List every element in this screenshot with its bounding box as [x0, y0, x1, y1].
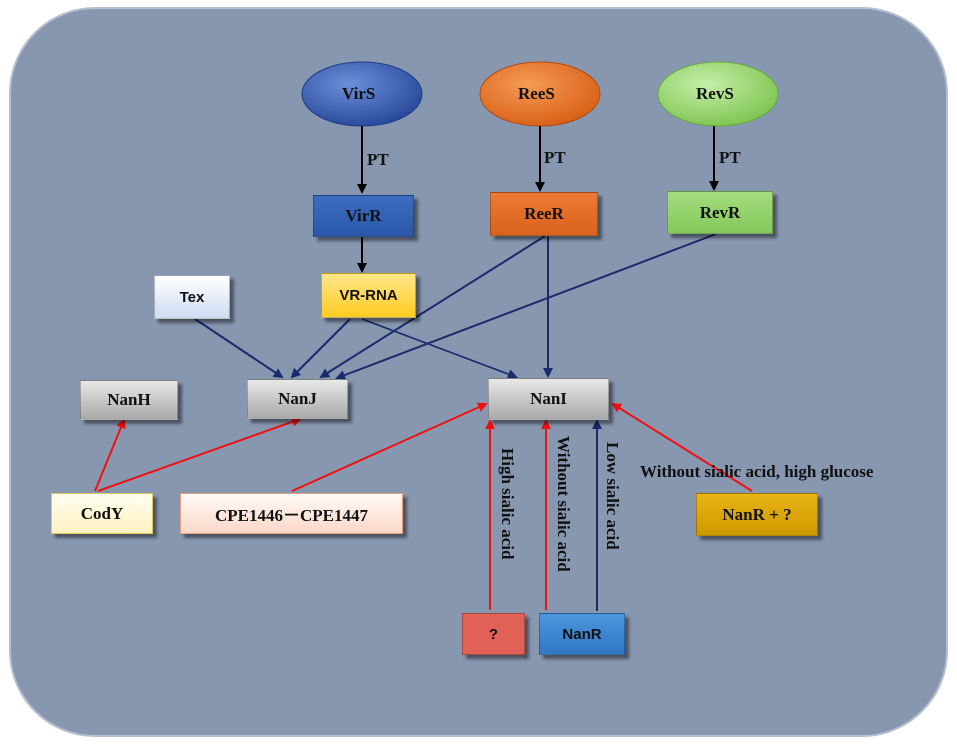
arrow-cody-nanh [94, 418, 126, 492]
virr-box: VirR [313, 195, 414, 237]
without-sialic-high-glucose-label: Without sialic acid, high glucose [640, 462, 874, 481]
arrow-cpe-nani [291, 402, 488, 492]
cpe-box: CPE1446－CPE1447 [180, 493, 403, 534]
low-sialic-label: Low sialic acid [603, 442, 622, 550]
arrow-cody-nanj [97, 416, 302, 492]
arrow-vrrna-nani [361, 318, 518, 379]
arrow-nanrq-nani [611, 402, 753, 492]
cody-box: CodY [51, 493, 153, 534]
revs-ellipse [657, 61, 779, 127]
pt-label-virs: PT [367, 150, 389, 169]
nani-box: NanI [488, 378, 609, 420]
nanj-box: NanJ [247, 379, 348, 419]
arrow-reer-nanj [319, 235, 546, 379]
pt-label-revs: PT [719, 148, 741, 167]
nanh-box: NanH [80, 380, 178, 420]
high-sialic-label: High sialic acid [498, 448, 517, 560]
nanr-box: NanR [539, 613, 625, 655]
without-sialic-label: Without sialic acid [554, 436, 573, 572]
pt-label-rees: PT [544, 148, 566, 167]
arrow-revr-nanj [335, 233, 717, 380]
arrow-tex-nanj [194, 318, 284, 379]
reer-box: ReeR [490, 192, 598, 236]
nanr-plus-box: NanR + ? [696, 493, 818, 536]
tex-box: Tex [154, 275, 230, 319]
revr-box: RevR [667, 191, 773, 234]
arrow-vrrna-nanj [290, 318, 351, 379]
revs-label: RevS [696, 84, 734, 103]
rees-label: ReeS [518, 84, 555, 103]
virs-label: VirS [342, 84, 376, 103]
vr-rna-box: VR-RNA [321, 273, 416, 318]
question-box: ? [462, 613, 525, 655]
